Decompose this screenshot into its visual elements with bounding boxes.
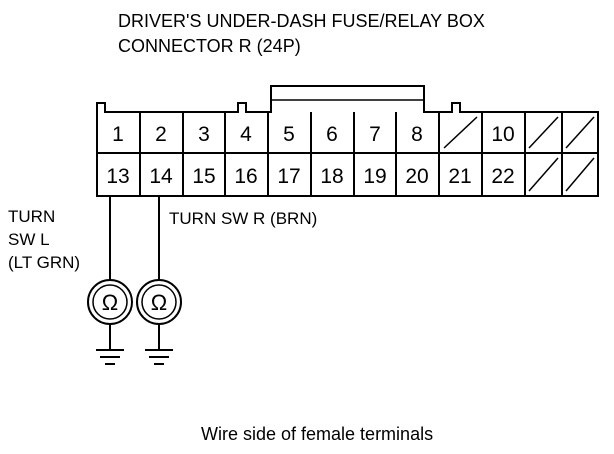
pin-15: 15 — [192, 165, 215, 188]
pin-7: 7 — [369, 123, 381, 146]
pin-5: 5 — [283, 123, 295, 146]
pin-17: 17 — [277, 165, 300, 188]
ohmmeter-icon: Ω — [136, 279, 182, 325]
pin-8: 8 — [411, 123, 423, 146]
left-wire-label-line-3: (LT GRN) — [8, 253, 80, 272]
pin-3: 3 — [198, 123, 210, 146]
pin-22: 22 — [491, 165, 514, 188]
connector-grid — [97, 112, 598, 196]
left-wire-label-line-2: SW L — [8, 230, 50, 249]
pin-4: 4 — [240, 123, 252, 146]
pin-2: 2 — [155, 123, 167, 146]
empty-cavity-marks — [443, 116, 595, 192]
view-caption: Wire side of female terminals — [201, 424, 433, 444]
pin-10: 10 — [491, 123, 514, 146]
ohmmeter-icon: Ω — [87, 279, 133, 325]
pin-20: 20 — [405, 165, 428, 188]
title-line-2: CONNECTOR R (24P) — [118, 36, 301, 56]
title-line-1: DRIVER'S UNDER-DASH FUSE/RELAY BOX — [118, 11, 485, 31]
pin-6: 6 — [326, 123, 338, 146]
right-wire-label: TURN SW R (BRN) — [169, 209, 317, 228]
pin-13: 13 — [106, 165, 129, 188]
pin-19: 19 — [363, 165, 386, 188]
pin-14: 14 — [149, 165, 173, 188]
left-wire-label-line-1: TURN — [8, 207, 55, 226]
ohm-symbol-right: Ω — [151, 290, 167, 315]
connector-outline — [96, 85, 599, 197]
ground-icon — [145, 324, 173, 365]
pin-1: 1 — [112, 123, 124, 146]
pin-18: 18 — [320, 165, 343, 188]
pin-16: 16 — [234, 165, 257, 188]
ground-icon — [96, 324, 124, 365]
ohm-symbol-left: Ω — [102, 290, 118, 315]
pin-21: 21 — [448, 165, 471, 188]
